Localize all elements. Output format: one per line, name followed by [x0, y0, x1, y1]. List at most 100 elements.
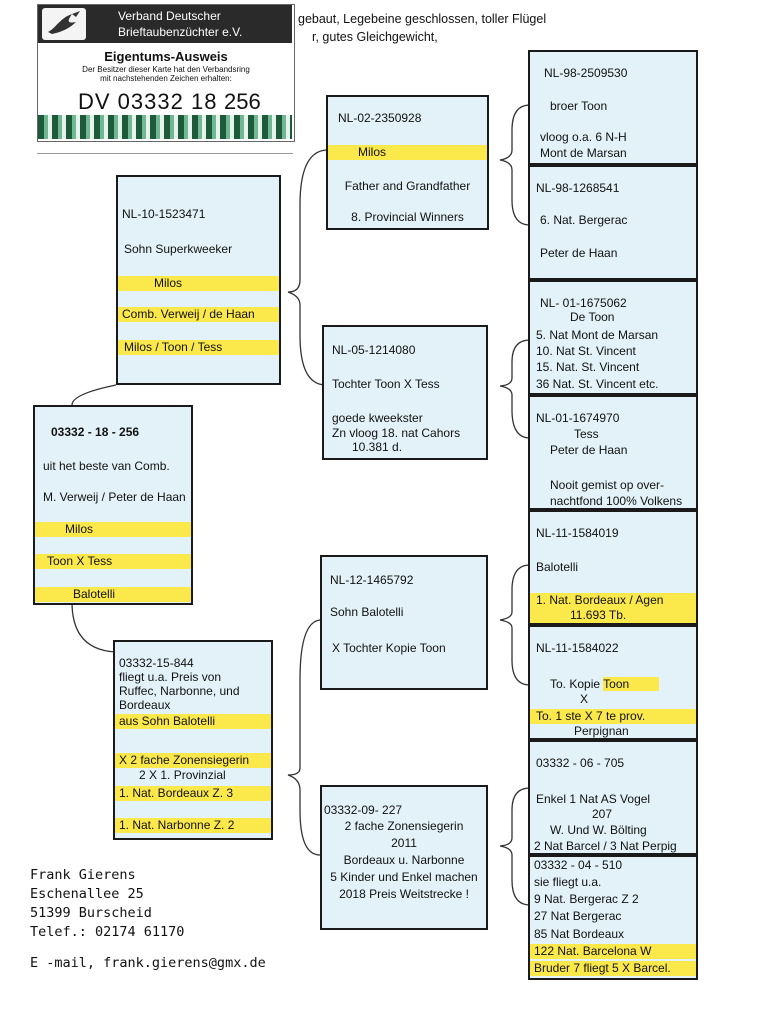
mmf-line: 207: [592, 807, 613, 821]
mother-line: fliegt u.a. Preis von: [119, 670, 222, 684]
subject-line: M. Verweij / Peter de Haan: [43, 490, 186, 504]
mfm-ring: NL-11-1584022: [536, 641, 619, 655]
fmf-line: 10. Nat St. Vincent: [536, 344, 636, 358]
ggp-card-fff: NL-98-2509530 broer Toon vloog o.a. 6 N-…: [528, 50, 698, 165]
pgf-ring: NL-02-2350928: [338, 111, 422, 125]
connector-father-sires: [287, 149, 327, 386]
ggp-card-fmf: NL- 01-1675062 De Toon 5. Nat Mont de Ma…: [528, 280, 698, 395]
membership-id-card: Verband Deutscher Brieftaubenzüchter e.V…: [37, 4, 295, 142]
ggp-card-mmm: 03332 - 04 - 510 sie fliegt u.a. 9 Nat. …: [528, 855, 698, 980]
ggp-card-mfm: NL-11-1584022 To. Kopie Toon X To. 1 ste…: [528, 625, 698, 740]
mother-line: Ruffec, Narbonne, und: [119, 684, 240, 698]
connector-mf: [499, 564, 531, 686]
mmm-ring: 03332 - 04 - 510: [534, 858, 623, 872]
mother-card: 03332-15-844 fliegt u.a. Preis von Ruffe…: [113, 640, 273, 840]
subject-ring: 03332 - 18 - 256: [51, 425, 140, 439]
mfm-line: Perpignan: [574, 724, 629, 738]
security-band: [38, 115, 292, 139]
father-line: Sohn Superkweeker: [124, 242, 233, 256]
mfm-line: X: [580, 692, 589, 706]
mmm-highlight: Bruder 7 fliegt 5 X Barcel.: [530, 961, 696, 976]
contact-city: 51399 Burscheid: [30, 905, 152, 921]
fmm-line: Nooit gemist op over-: [550, 478, 665, 492]
mmf-line: Enkel 1 Nat AS Vogel: [536, 792, 651, 806]
mmf-line: 2 Nat Barcel / 3 Nat Perpig: [534, 839, 677, 853]
mgm-line: Bordeaux u. Narbonne: [343, 853, 465, 867]
mff-line: Balotelli: [536, 560, 579, 574]
subject-highlight: Balotelli: [35, 587, 191, 602]
mfm-line: To. Kopie Toon: [530, 677, 696, 692]
mfm-highlight: To. 1 ste X 7 te prov.: [530, 709, 696, 724]
fmf-line: 36 Nat. St. Vincent etc.: [536, 377, 659, 391]
mgm-ring: 03332-09- 227: [324, 803, 403, 817]
mgm-line: 5 Kinder und Enkel machen: [330, 870, 478, 884]
org-name-line2: Brieftaubenzüchter e.V.: [118, 25, 243, 39]
mmm-line: 27 Nat Bergerac: [534, 909, 622, 923]
connector-mother-dams: [287, 619, 321, 856]
ffm-ring: NL-98-1268541: [536, 181, 620, 195]
contact-email[interactable]: E -mail, frank.gierens@gmx.de: [30, 955, 266, 971]
father-ring: NL-10-1523471: [122, 207, 206, 221]
id-card-header: Verband Deutscher Brieftaubenzüchter e.V…: [38, 5, 292, 43]
fff-line: broer Toon: [550, 99, 608, 113]
fmm-ring: NL-01-1674970: [536, 411, 620, 425]
mother-highlight: 1. Nat. Bordeaux Z. 3: [115, 786, 271, 801]
connector-ff: [499, 104, 531, 226]
ggp-card-mff: NL-11-1584019 Balotelli 1. Nat. Bordeaux…: [528, 510, 698, 625]
connector-subject-father: [71, 384, 117, 406]
father-highlight: Milos: [118, 276, 279, 291]
mother-highlight: aus Sohn Balotelli: [115, 714, 271, 729]
pgf-line: Father and Grandfather: [344, 179, 471, 193]
fmf-line: 5. Nat Mont de Marsan: [536, 328, 659, 342]
fmf-ring: NL- 01-1675062: [540, 296, 627, 310]
ggp-card-mmf: 03332 - 06 - 705 Enkel 1 Nat AS Vogel 20…: [528, 740, 698, 855]
description-line-2: r, gutes Gleichgewicht,: [312, 30, 438, 44]
pgm-ring: NL-05-1214080: [332, 343, 416, 357]
pgm-line: Tochter Toon X Tess: [332, 377, 440, 391]
mfm-highlight: Toon: [603, 677, 660, 691]
mmf-line: W. Und W. Bölting: [550, 823, 647, 837]
mff-ring: NL-11-1584019: [536, 526, 619, 540]
connector-mm: [499, 787, 531, 906]
contact-name: Frank Gierens: [30, 867, 136, 883]
mgm-line: 2 fache Zonensiegerin: [344, 819, 464, 833]
contact-street: Eschenallee 25: [30, 886, 144, 902]
mgm-line: 2011: [391, 836, 417, 850]
fmf-line: De Toon: [570, 310, 615, 324]
pgm-line: 10.381 d.: [352, 440, 403, 454]
ggp-card-fmm: NL-01-1674970 Tess Peter de Haan Nooit g…: [528, 395, 698, 510]
mother-highlight: X 2 fache Zonensiegerin: [115, 753, 271, 768]
mgm-line: 2018 Preis Weitstrecke !: [339, 887, 469, 901]
mother-highlight: 1. Nat. Narbonne Z. 2: [115, 818, 271, 833]
pgf-highlight: Milos: [328, 145, 487, 160]
subject-highlight: Toon X Tess: [35, 554, 191, 569]
fff-line: Mont de Marsan: [540, 146, 627, 160]
fmm-line: nachtfond 100% Volkens: [550, 494, 683, 508]
mfm-text: To. Kopie: [550, 677, 604, 691]
mff-highlight: 11.693 Tb.: [530, 608, 696, 623]
mmm-line: 85 Nat Bordeaux: [534, 927, 625, 941]
mgf-line: Sohn Balotelli: [330, 605, 404, 619]
mother-ring: 03332-15-844: [119, 656, 194, 670]
pgm-line: Zn vloog 18. nat Cahors: [332, 426, 461, 440]
ffm-line: 6. Nat. Bergerac: [540, 213, 628, 227]
father-highlight: Milos / Toon / Tess: [118, 340, 279, 355]
connector-fm: [499, 339, 531, 439]
father-card: NL-10-1523471 Sohn Superkweeker Milos Co…: [116, 175, 281, 385]
mmm-line: sie fliegt u.a.: [534, 875, 602, 889]
mmf-ring: 03332 - 06 - 705: [536, 756, 625, 770]
divider: [37, 153, 293, 154]
fff-line: vloog o.a. 6 N-H: [540, 130, 627, 144]
subject-pigeon-card: 03332 - 18 - 256 uit het beste van Comb.…: [33, 405, 193, 605]
dove-logo-icon: [42, 8, 86, 40]
maternal-grandmother-card: 03332-09- 227 2 fache Zonensiegerin 2011…: [320, 785, 488, 930]
contact-phone: Telef.: 02174 61170: [30, 924, 185, 940]
mother-line: 2 X 1. Provinzial: [139, 768, 226, 782]
ring-suffix: 256: [224, 89, 261, 114]
mgf-ring: NL-12-1465792: [330, 573, 414, 587]
mmm-highlight: 122 Nat. Barcelona W: [530, 944, 696, 959]
paternal-grandfather-card: NL-02-2350928 Milos Father and Grandfath…: [326, 95, 489, 230]
description-line-1: gebaut, Legebeine geschlossen, toller Fl…: [298, 12, 547, 26]
fmm-line: Peter de Haan: [550, 443, 628, 457]
